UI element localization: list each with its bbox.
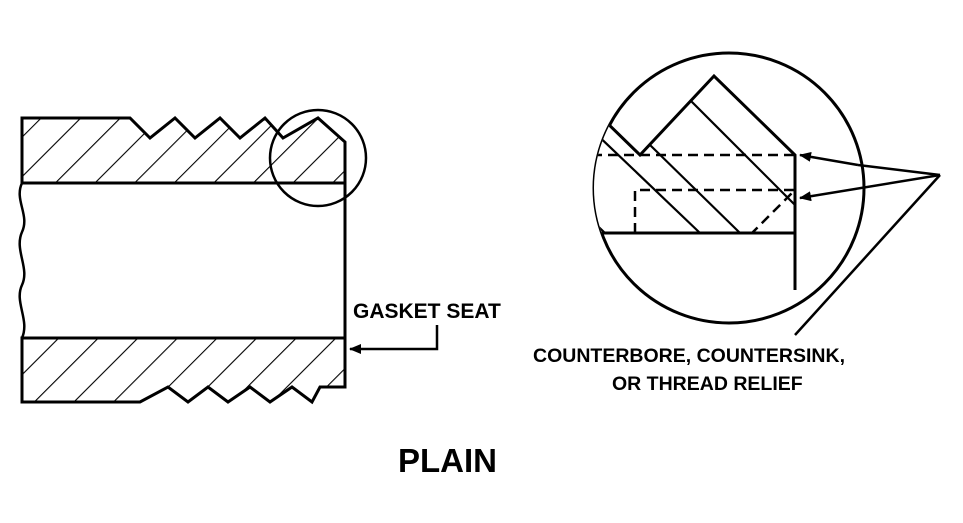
detail-thread-tooth [600, 73, 797, 290]
counterbore-label-line2: OR THREAD RELIEF [612, 373, 803, 395]
detail-callout-circle [268, 108, 368, 208]
gasket-seat-leader [349, 325, 439, 354]
gasket-seat-label: GASKET SEAT [353, 300, 501, 323]
counterbore-arrow [799, 151, 859, 167]
thread-relief-dashed [633, 188, 799, 234]
pipe-section [18, 108, 368, 405]
upper-leader [857, 163, 941, 177]
long-leader [794, 174, 941, 336]
counterbore-label-line1: COUNTERBORE, COUNTERSINK, [533, 345, 845, 367]
break-line [18, 182, 26, 339]
upper-pipe-wall [20, 115, 347, 185]
caption-plain: PLAIN [398, 442, 497, 479]
thread-relief-arrow [799, 173, 941, 202]
gasket-seat-callout: GASKET SEAT [349, 300, 501, 354]
enlarged-detail [592, 51, 941, 336]
lower-pipe-wall [20, 336, 347, 405]
